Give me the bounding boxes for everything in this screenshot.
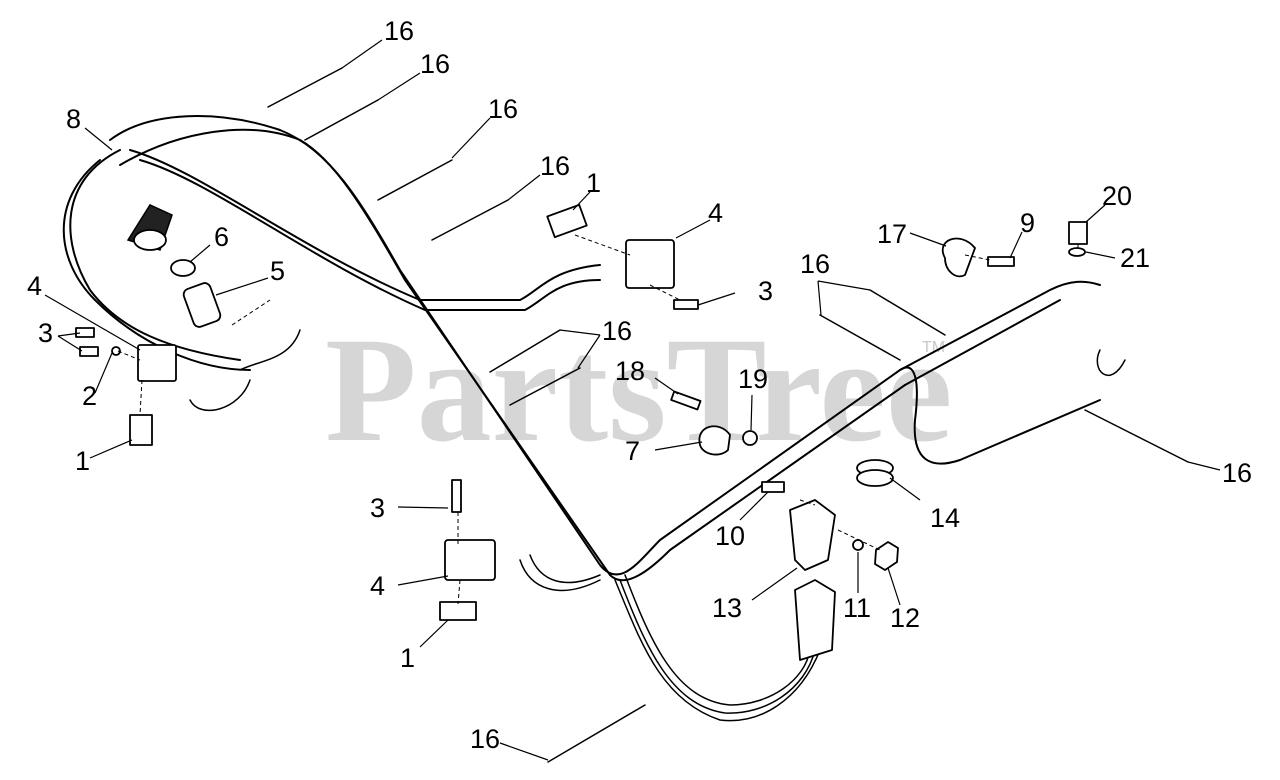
callout-16: 16 (470, 724, 500, 754)
callouts: 16 16 16 16 8 1 4 6 5 4 3 2 1 3 16 18 19… (27, 16, 1252, 754)
callout-9: 9 (1020, 208, 1035, 238)
callout-16: 16 (602, 316, 632, 346)
wire-harness (62, 115, 1126, 722)
watermark-text: PartsTree (325, 307, 952, 473)
callout-4: 4 (708, 198, 723, 228)
callout-3: 3 (370, 493, 385, 523)
callout-16: 16 (800, 249, 830, 279)
callout-4: 4 (27, 271, 42, 301)
callout-3: 3 (758, 276, 773, 306)
parts (75, 203, 1088, 661)
callout-8: 8 (66, 104, 81, 134)
callout-16: 16 (488, 94, 518, 124)
callout-3: 3 (38, 318, 53, 348)
leader-lines (44, 39, 1221, 761)
callout-11: 11 (843, 593, 871, 623)
callout-20: 20 (1102, 181, 1132, 211)
callout-19: 19 (738, 364, 768, 394)
callout-17: 17 (877, 219, 907, 249)
callout-18: 18 (615, 356, 645, 386)
callout-21: 21 (1120, 243, 1150, 273)
assembly-lines (117, 234, 1079, 605)
callout-7: 7 (625, 436, 640, 466)
callout-10: 10 (715, 521, 745, 551)
callout-4: 4 (370, 571, 385, 601)
callout-14: 14 (930, 503, 960, 533)
watermark: PartsTree TM (325, 307, 952, 473)
callout-1: 1 (75, 446, 90, 476)
watermark-trademark: TM (922, 339, 945, 356)
callout-16: 16 (420, 49, 450, 79)
callout-16: 16 (1222, 458, 1252, 488)
callout-1: 1 (400, 643, 415, 673)
callout-16: 16 (540, 151, 570, 181)
callout-2: 2 (82, 381, 97, 411)
callout-12: 12 (890, 603, 920, 633)
callout-1: 1 (586, 168, 601, 198)
cable-ties (267, 67, 1189, 763)
callout-13: 13 (712, 593, 742, 623)
callout-5: 5 (270, 256, 285, 286)
callout-16: 16 (384, 16, 414, 46)
callout-6: 6 (214, 222, 229, 252)
